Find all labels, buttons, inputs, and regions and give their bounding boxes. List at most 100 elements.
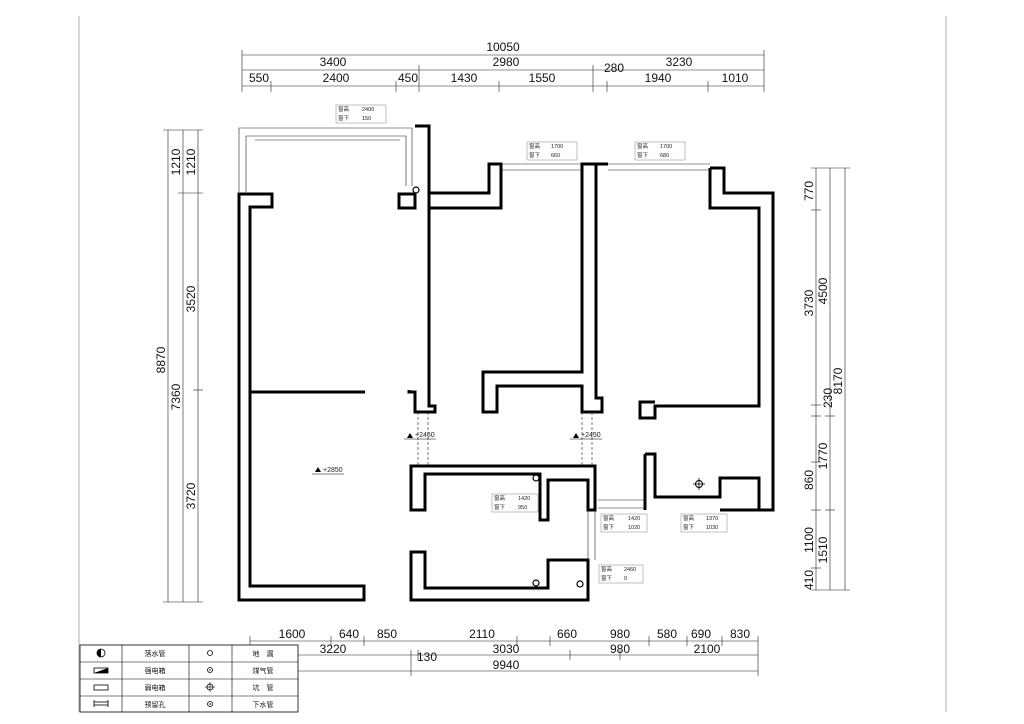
- svg-text:2460: 2460: [624, 567, 636, 573]
- level-marker-2450: +2450: [570, 432, 602, 440]
- window-note-w6: 窗高 1370 窗下 1030: [680, 513, 728, 533]
- level-label-2460: +2460: [415, 432, 435, 439]
- svg-text:窗下: 窗下: [338, 114, 350, 122]
- dim-bottom-r2-6: 980: [610, 627, 630, 641]
- reserved-hole-icon: [93, 700, 109, 707]
- dim-bottom-r2-1: 1600: [279, 627, 306, 641]
- pit-pipe-icon: [693, 478, 705, 490]
- svg-text:1420: 1420: [518, 496, 530, 502]
- dim-left-overall: 8870: [154, 346, 168, 373]
- svg-text:1020: 1020: [628, 525, 640, 531]
- dim-right-r2-5: 1100: [802, 527, 816, 553]
- dim-bottom-r1-2: 130: [417, 650, 437, 664]
- svg-text:窗下: 窗下: [683, 523, 695, 531]
- drain-pipe-icon: [412, 186, 420, 194]
- window-note-w1: 窗高 2400 窗下 150: [335, 104, 387, 124]
- dim-bottom-r2-4: 2110: [469, 627, 495, 641]
- dim-top-r2-2: 2400: [323, 71, 350, 85]
- walls: [237, 124, 775, 602]
- floor-drain-icon: [207, 650, 213, 656]
- sewer-pipe-icon: [207, 701, 213, 707]
- gas-pipe-icon: [207, 667, 213, 673]
- dim-left-r2-2: 3520: [184, 285, 198, 312]
- drain-pipe-icon: [96, 648, 106, 658]
- sewer-pipe-icon: [576, 580, 584, 588]
- svg-text:1370: 1370: [706, 516, 718, 522]
- legend-table: 落水管 地 漏 强电箱 煤气管 弱电箱 坑 管 预留孔: [79, 644, 299, 713]
- dim-right-r2-3: 230: [821, 388, 835, 408]
- dim-left-r2-1: 1210: [184, 148, 198, 175]
- legend-label-sewer-pipe: 下水管: [253, 700, 274, 709]
- svg-text:1420: 1420: [628, 516, 640, 522]
- svg-text:1700: 1700: [660, 144, 672, 150]
- svg-text:窗下: 窗下: [529, 151, 541, 159]
- dim-top-r1-2: 2980: [493, 55, 520, 69]
- dim-bottom-r2-7: 580: [657, 627, 677, 641]
- dim-bottom-r2-3: 850: [377, 627, 397, 641]
- svg-text:1030: 1030: [706, 525, 718, 531]
- top-dimension-chain: 10050 3400 2980 3230 550 2400 450 1430 1…: [241, 40, 765, 92]
- svg-text:2400: 2400: [362, 107, 374, 113]
- level-marker-2460: +2460: [404, 432, 436, 440]
- svg-text:680: 680: [660, 153, 669, 159]
- floor-drain-icon: [532, 579, 540, 587]
- dim-right-r2-6: 410: [802, 570, 816, 590]
- window-note-w7: 窗高 2460 窗下 0: [598, 564, 644, 584]
- legend-label-reserved-hole: 预留孔: [145, 700, 166, 709]
- dim-right-r1-3: 1510: [816, 536, 830, 563]
- dim-right-r2-2: 3730: [802, 289, 816, 316]
- svg-text:150: 150: [362, 116, 371, 122]
- legend-label-drain-pipe: 落水管: [145, 649, 166, 658]
- dim-bottom-r2-2: 640: [339, 627, 359, 641]
- svg-text:窗下: 窗下: [637, 151, 649, 159]
- dim-bottom-overall: 9940: [493, 658, 520, 672]
- window-note-w2: 窗高 1700 窗下 660: [526, 141, 578, 161]
- svg-text:1700: 1700: [551, 144, 563, 150]
- legend-label-floor-drain: 地 漏: [253, 649, 274, 658]
- dim-top-r2-8: 1010: [722, 71, 749, 85]
- pit-pipe-icon: [205, 682, 215, 692]
- right-dimension-chain: 8170 4500 1770 1510 770 3730 230 860 110…: [802, 167, 850, 591]
- weak-box-icon: [93, 684, 109, 691]
- dim-top-r2-6: 280: [604, 61, 624, 75]
- level-label-2450: +2450: [581, 432, 601, 439]
- svg-text:窗下: 窗下: [601, 574, 613, 582]
- dim-left-r2-3: 3720: [184, 482, 198, 509]
- dim-bottom-r2-8: 690: [691, 627, 711, 641]
- svg-text:窗高: 窗高: [529, 142, 541, 150]
- legend-label-gas-pipe: 煤气管: [253, 666, 274, 675]
- dim-bottom-r2-5: 660: [557, 627, 577, 641]
- dim-top-r1-1: 3400: [320, 55, 347, 69]
- dim-top-overall: 10050: [486, 40, 520, 54]
- strong-box-icon: [93, 667, 109, 674]
- dim-bottom-r1-1: 3220: [320, 642, 347, 656]
- svg-text:窗高: 窗高: [338, 105, 350, 113]
- svg-text:窗高: 窗高: [683, 514, 695, 522]
- svg-text:0: 0: [624, 576, 627, 582]
- dim-top-r2-7: 1940: [645, 71, 672, 85]
- dim-left-r1-1: 1210: [169, 148, 183, 175]
- dim-bottom-r1-3: 3030: [493, 642, 520, 656]
- dim-bottom-r1-4: 980: [610, 642, 630, 656]
- dim-left-r1-2: 7360: [169, 383, 183, 410]
- svg-text:窗高: 窗高: [494, 494, 506, 502]
- dim-top-r2-1: 550: [249, 71, 269, 85]
- gas-pipe-icon: [532, 474, 540, 482]
- legend-label-pit-pipe: 坑 管: [253, 683, 274, 692]
- dim-top-r2-5: 1550: [529, 71, 556, 85]
- dim-bottom-r1-5: 2100: [694, 642, 721, 656]
- left-dimension-chain: 8870 1210 7360 1210 3520 3720: [154, 129, 203, 603]
- dim-bottom-r2-9: 830: [730, 627, 750, 641]
- svg-text:660: 660: [551, 153, 560, 159]
- level-label-2850: +2850: [323, 467, 343, 474]
- svg-text:窗下: 窗下: [603, 523, 615, 531]
- dim-right-r1-2: 1770: [816, 442, 830, 469]
- dim-right-r1-1: 4500: [816, 277, 830, 304]
- legend-label-weak-box: 弱电箱: [145, 683, 166, 692]
- svg-text:窗高: 窗高: [601, 565, 613, 573]
- dim-top-r2-3: 450: [398, 71, 418, 85]
